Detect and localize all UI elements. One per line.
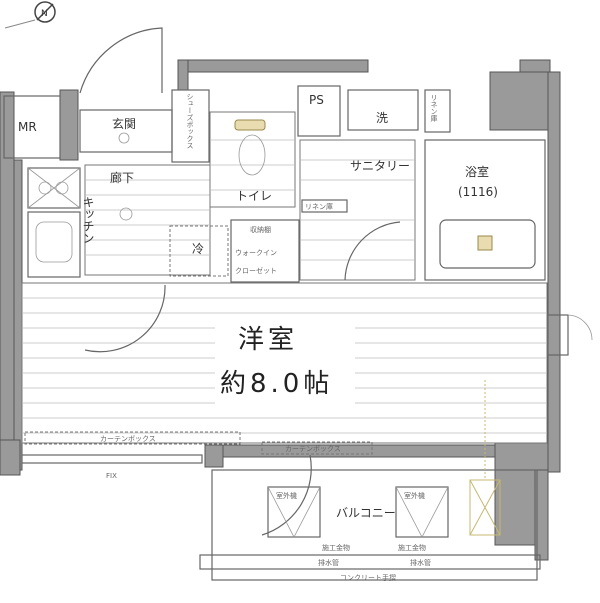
room-label-closet: クローゼット xyxy=(235,266,277,275)
evacuation-hatch-icon xyxy=(469,380,501,536)
toilet-icon xyxy=(234,119,266,176)
compass-label: N xyxy=(41,9,48,19)
label-piping-1: 施工金物 xyxy=(322,543,350,552)
label-fix: FIX xyxy=(106,472,117,480)
shoe-box xyxy=(171,89,210,163)
room-label-bath: 浴室 xyxy=(465,164,489,179)
room-label-mr: MR xyxy=(18,120,37,134)
label-outdoor-unit-1: 室外機 xyxy=(276,491,297,500)
bathtub-icon xyxy=(439,219,536,269)
label-curtain-box-1: カーテンボックス xyxy=(100,435,156,443)
outdoor-unit-1 xyxy=(267,486,321,538)
room-label-toilet: トイレ xyxy=(236,189,272,203)
room-label-entrance: 玄関 xyxy=(112,116,136,131)
stove-icon xyxy=(27,167,81,209)
sink-icon xyxy=(35,221,73,263)
hallway-floor xyxy=(84,164,211,276)
walk-in-closet xyxy=(230,219,300,283)
room-label-western-size: 約8.0帖 xyxy=(220,369,333,399)
outdoor-unit-2 xyxy=(395,486,449,538)
room-label-washer: 洗 xyxy=(376,111,388,125)
label-drain-1: 排水管 xyxy=(318,558,339,567)
label-curtain-box-2: カーテンボックス xyxy=(285,445,341,453)
room-label-linen-top: リネン庫 xyxy=(430,94,438,123)
room-label-storage-shelf: 収納棚 xyxy=(250,225,271,234)
room-label-shoe-box: シューズボックス xyxy=(186,93,194,149)
label-outdoor-unit-2: 室外機 xyxy=(404,491,425,500)
label-piping-2: 施工金物 xyxy=(398,543,426,552)
room-label-kitchen: キッチン xyxy=(81,196,95,244)
room-label-hallway: 廊下 xyxy=(110,170,134,185)
compass-icon: N xyxy=(4,1,56,29)
room-label-balcony: バルコニー xyxy=(336,506,396,520)
room-label-fridge: 冷 xyxy=(192,242,204,256)
room-label-western: 洋室 xyxy=(238,325,298,355)
label-concrete-railing: コンクリート手摺 xyxy=(340,573,396,582)
room-label-linen-mid: リネン庫 xyxy=(305,202,333,211)
room-label-walk-in: ウォークイン xyxy=(235,249,277,257)
fix-window xyxy=(21,454,203,464)
room-label-ps: PS xyxy=(309,93,324,107)
room-label-sanitary: サニタリー xyxy=(350,159,410,173)
label-drain-2: 排水管 xyxy=(410,558,431,567)
room-label-bath-size: (1116) xyxy=(458,185,498,199)
